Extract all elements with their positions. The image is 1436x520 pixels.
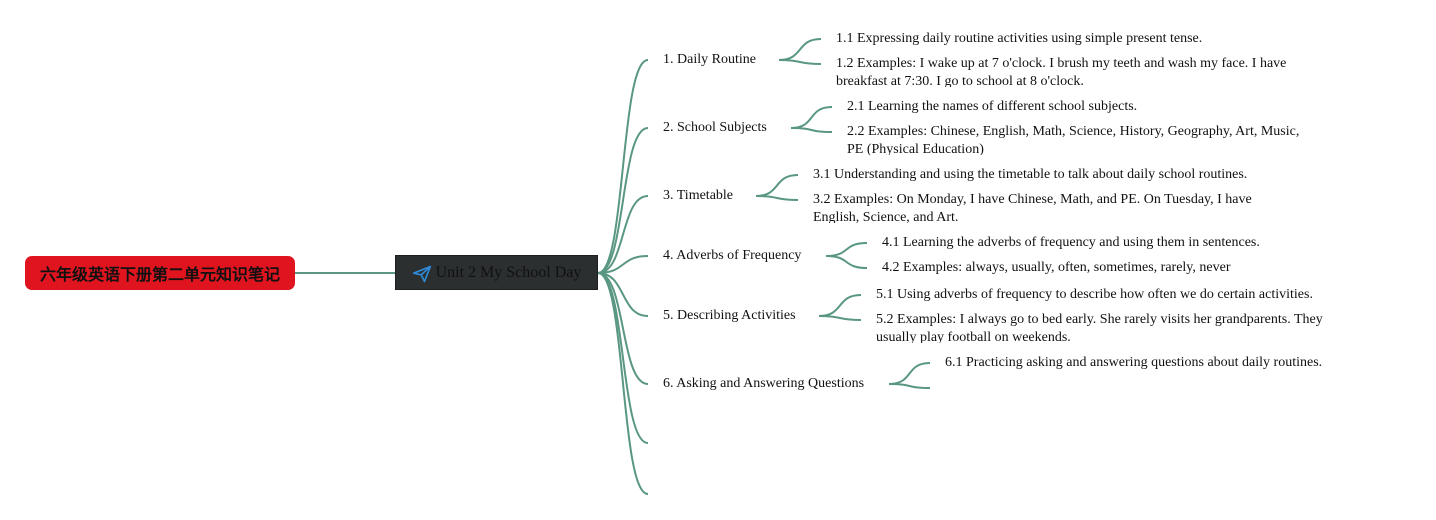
branch-node[interactable]: 2. School Subjects (663, 120, 767, 135)
leaf-node[interactable]: 4.2 Examples: always, usually, often, so… (882, 260, 1231, 275)
leaf-connector (778, 59, 822, 65)
leaf-node[interactable]: 1.2 Examples: I wake up at 7 o'clock. I … (836, 56, 1287, 87)
branch-connector (597, 59, 649, 274)
branch-node[interactable]: 5. Describing Activities (663, 308, 796, 323)
leaf-node[interactable]: 3.1 Understanding and using the timetabl… (813, 167, 1248, 182)
leaf-connector (755, 195, 799, 201)
leaf-node[interactable]: 2.2 Examples: Chinese, English, Math, Sc… (847, 124, 1300, 155)
leaf-connector (818, 294, 862, 317)
branch-connector (597, 272, 649, 385)
leaf-connector (818, 315, 862, 321)
paper-plane-icon (412, 265, 431, 282)
leaf-connector (778, 38, 822, 61)
branch-connector (597, 272, 649, 444)
leaf-connector (755, 174, 799, 197)
branch-connector (597, 127, 649, 274)
branch-connector (597, 272, 649, 495)
root-title-node[interactable]: 六年级英语下册第二单元知识笔记 (25, 256, 295, 290)
branch-node[interactable]: 6. Asking and Answering Questions (663, 376, 865, 391)
leaf-node[interactable]: 3.2 Examples: On Monday, I have Chinese,… (813, 192, 1252, 223)
branch-connector (597, 255, 649, 274)
leaf-connector (790, 106, 833, 129)
branch-node[interactable]: 1. Daily Routine (663, 52, 756, 67)
central-topic-node[interactable]: Unit 2 My School Day (395, 255, 598, 290)
leaf-connector (790, 127, 833, 133)
branch-connector (597, 272, 649, 317)
leaf-node[interactable]: 1.1 Expressing daily routine activities … (836, 31, 1203, 46)
leaf-node[interactable]: 5.2 Examples: I always go to bed early. … (876, 312, 1323, 343)
branch-connector (597, 195, 649, 274)
leaf-connector (888, 383, 931, 389)
leaf-node[interactable]: 5.1 Using adverbs of frequency to descri… (876, 287, 1313, 302)
leaf-node[interactable]: 2.1 Learning the names of different scho… (847, 99, 1138, 114)
leaf-node[interactable]: 4.1 Learning the adverbs of frequency an… (882, 235, 1260, 250)
leaf-connector (825, 242, 868, 257)
central-topic-label: Unit 2 My School Day (435, 263, 582, 281)
branch-node[interactable]: 3. Timetable (663, 188, 734, 203)
leaf-connector (825, 255, 868, 269)
branch-node[interactable]: 4. Adverbs of Frequency (663, 248, 802, 263)
leaf-node[interactable]: 6.1 Practicing asking and answering ques… (945, 355, 1323, 370)
root-title-label: 六年级英语下册第二单元知识笔记 (39, 265, 280, 284)
leaf-connector (888, 362, 931, 385)
